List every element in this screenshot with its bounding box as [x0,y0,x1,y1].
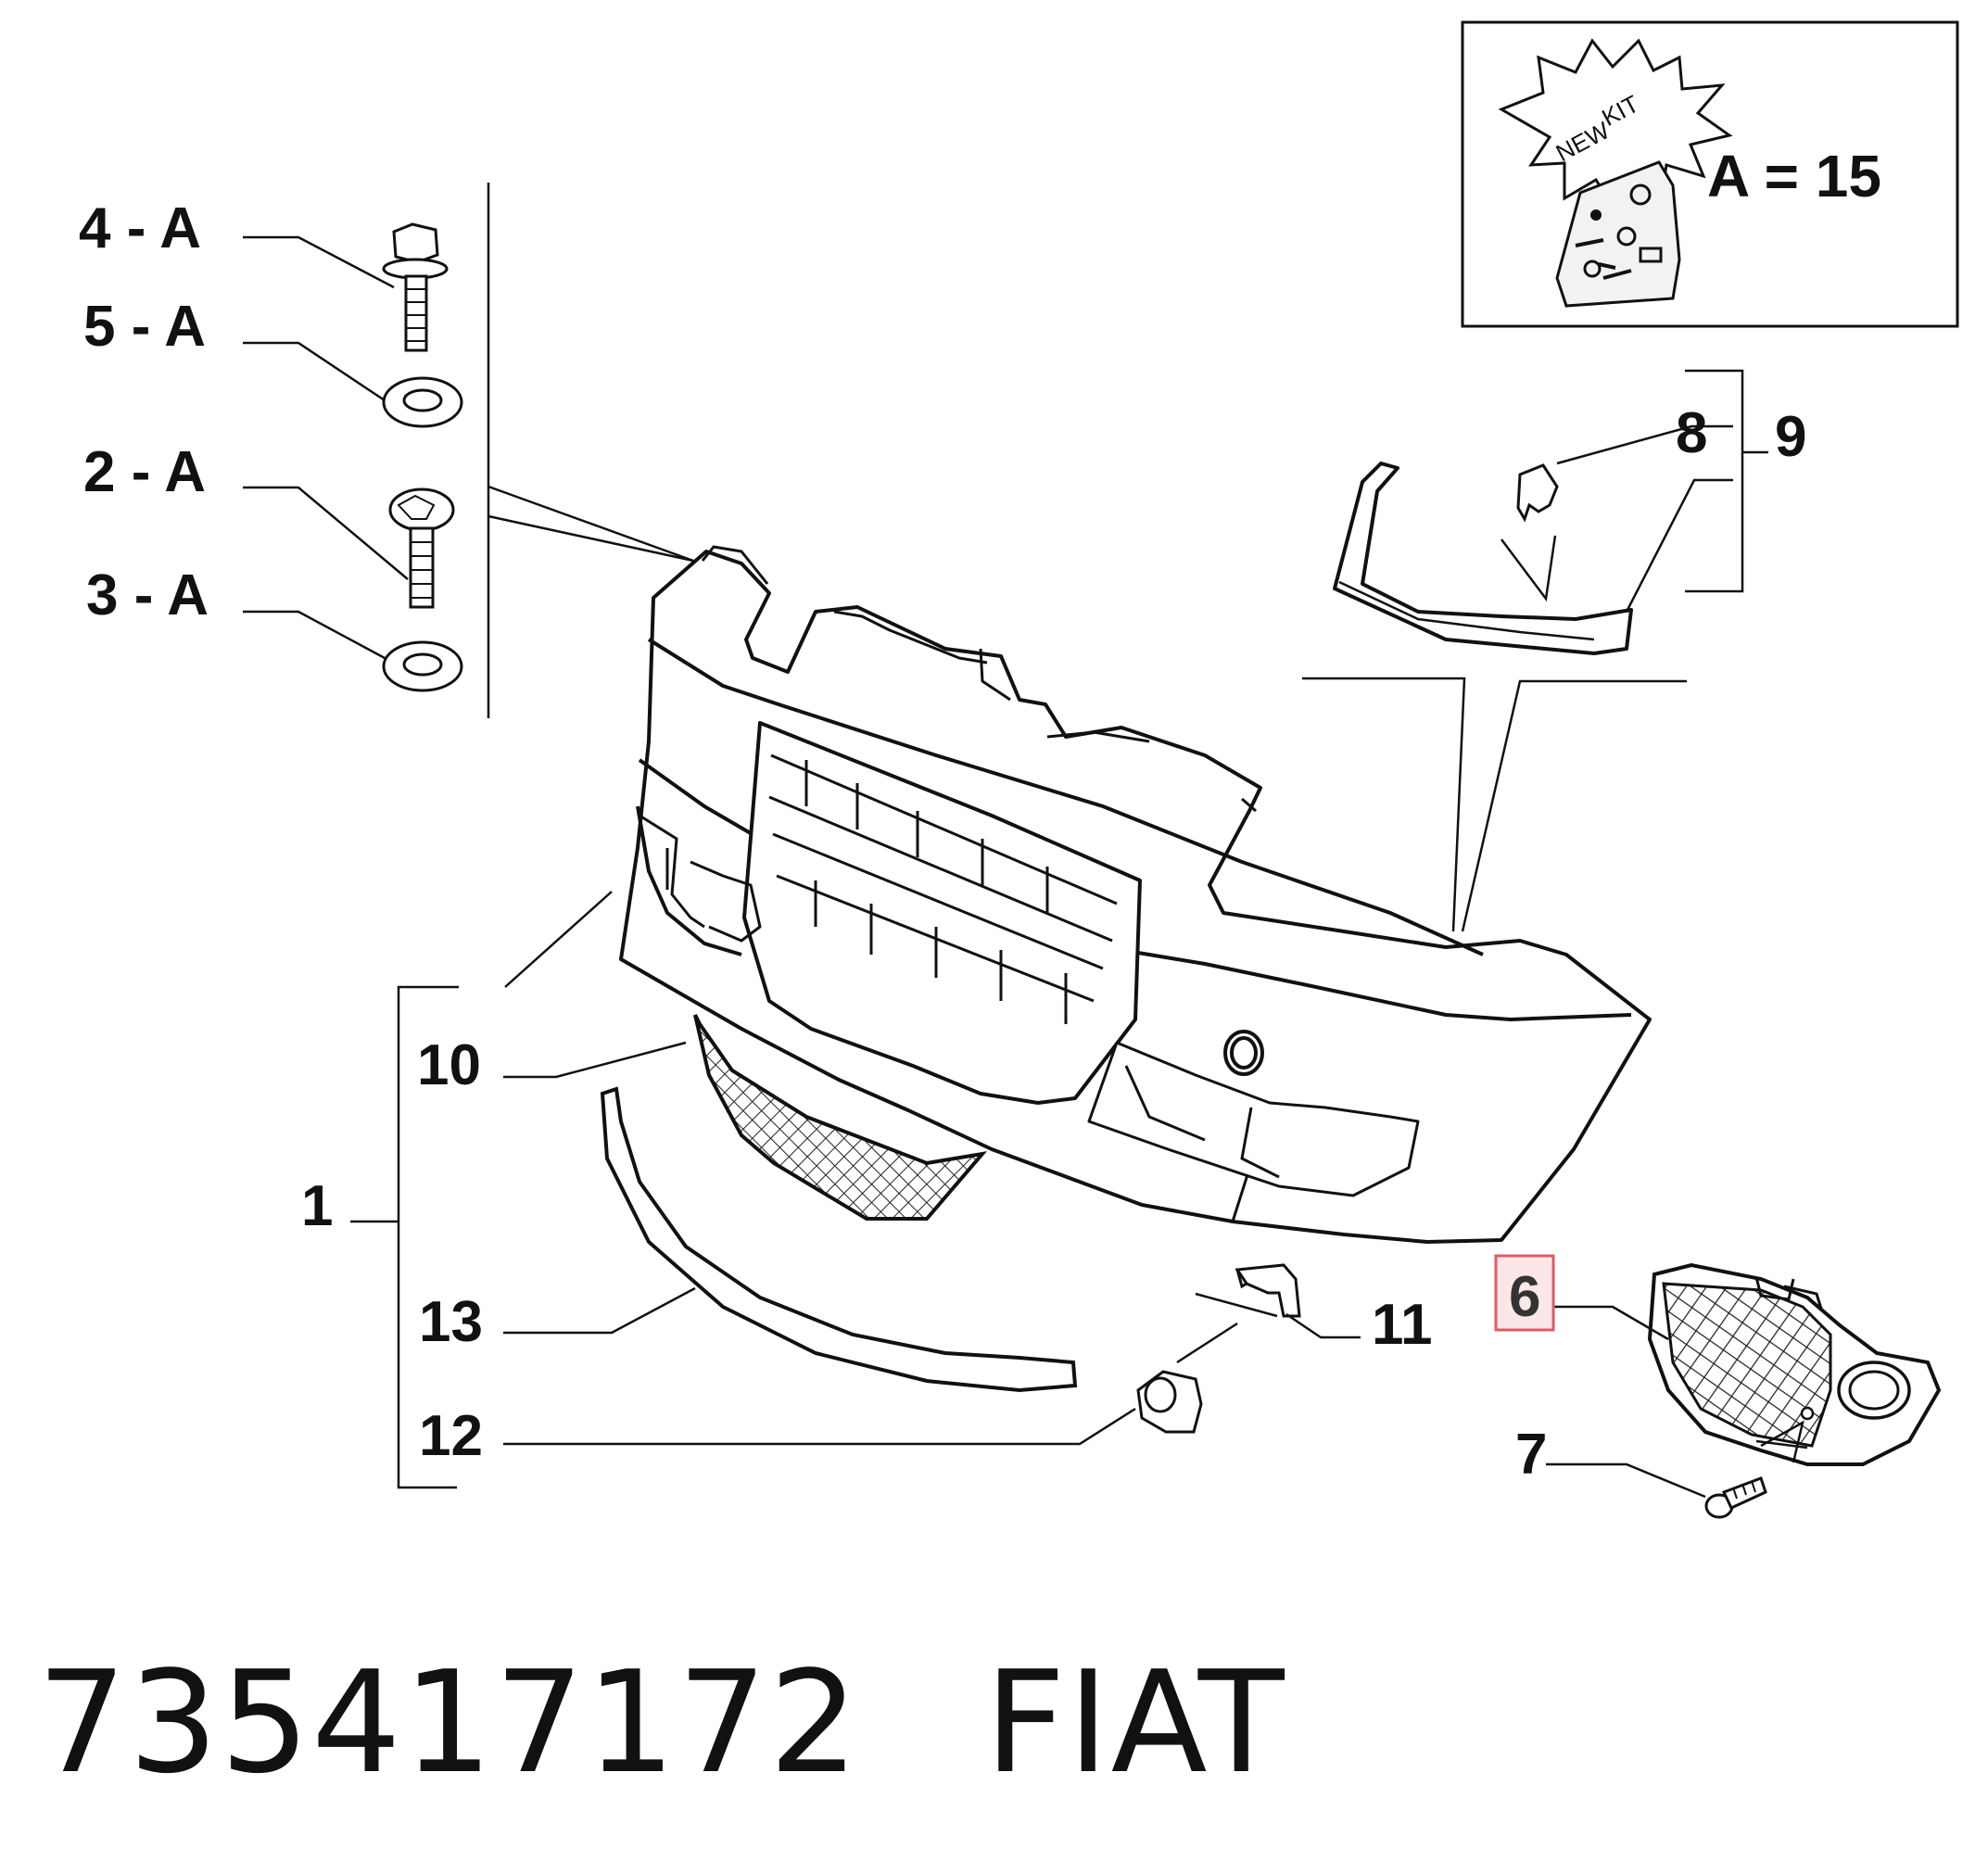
callout-labels: 4 - A 5 - A 2 - A 3 - A 8 9 10 1 13 12 1… [79,196,1806,1487]
new-kit-starburst-icon [1498,38,1733,212]
spoiler-lip [600,1086,1078,1393]
washer-5 [382,376,463,428]
part-number: 735417172 [37,1640,861,1804]
callout-13: 13 [419,1290,483,1354]
torx-bolt-2 [388,487,455,609]
front-bumper [619,545,1652,1244]
brand-name: FIAT [984,1640,1286,1804]
kit-formula: A = 15 [1707,143,1881,209]
upper-trim-strip [1333,462,1633,655]
screw-7 [1704,1476,1767,1519]
flange-bolt-4 [382,222,449,352]
lower-leaders [350,891,1808,1499]
kit-bag-icon [1555,160,1681,308]
fastener-group [382,222,463,692]
tow-hook-cap-12 [1136,1370,1203,1434]
callout-2A: 2 - A [83,440,206,504]
callout-1: 1 [301,1174,333,1238]
footer-caption: 735417172 FIAT [37,1640,1286,1804]
trim-leaders [1302,369,1768,932]
bracket-11 [1235,1263,1301,1318]
kit-box: NEW KIT A = 15 [1461,20,1959,328]
retaining-clip-8 [1516,463,1559,523]
fog-lamp-grille-6 [1647,1262,1942,1466]
callout-12: 12 [419,1404,483,1468]
fastener-leaders [243,183,694,718]
callout-9: 9 [1775,405,1806,469]
washer-3 [382,640,463,692]
callout-8: 8 [1676,401,1707,465]
callout-11: 11 [1372,1293,1433,1357]
callout-7: 7 [1515,1423,1547,1487]
callout-4A: 4 - A [79,196,201,260]
callout-6: 6 [1509,1265,1540,1329]
callout-10: 10 [417,1033,481,1097]
callout-6-highlight [1494,1254,1555,1332]
callout-3A: 3 - A [86,563,209,627]
callout-5A: 5 - A [83,295,206,359]
lower-mesh-grille [693,1014,988,1221]
